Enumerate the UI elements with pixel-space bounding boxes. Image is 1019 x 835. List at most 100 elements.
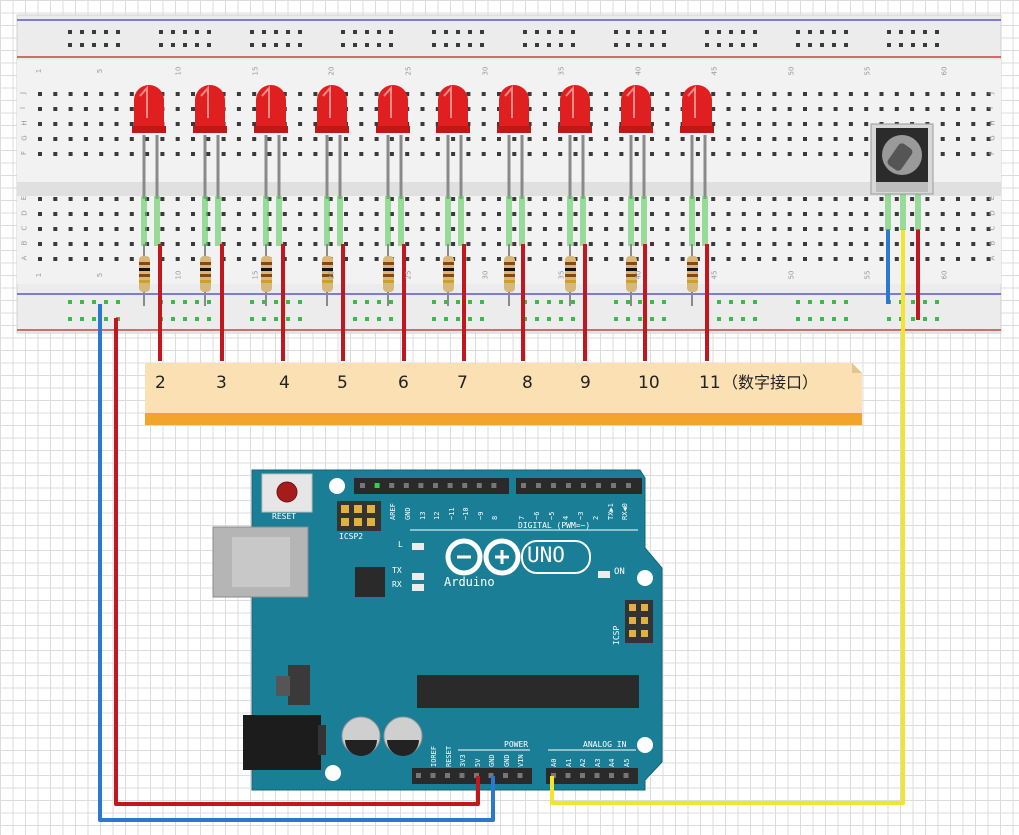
led-rim — [619, 126, 653, 133]
power-pin — [503, 773, 508, 778]
grid-hole — [481, 122, 486, 126]
resistor-band — [443, 280, 454, 283]
grid-hole — [848, 107, 853, 111]
grid-hole — [680, 257, 685, 261]
grid-hole — [818, 227, 823, 231]
grid-hole — [389, 197, 394, 201]
grid-hole — [818, 212, 823, 216]
grid-hole — [634, 152, 639, 156]
led-highlight — [504, 85, 513, 118]
components — [132, 85, 934, 361]
grid-hole — [680, 227, 685, 231]
grid-hole — [757, 152, 762, 156]
grid-hole — [435, 92, 440, 96]
grid-hole — [68, 227, 73, 231]
grid-hole — [711, 242, 716, 246]
rail-hole — [353, 30, 357, 34]
grid-hole — [864, 122, 869, 126]
resistor-band — [565, 280, 576, 283]
grid-hole — [634, 242, 639, 246]
connected-holes — [263, 196, 269, 246]
row-letter: A — [988, 255, 997, 261]
grid-hole — [757, 242, 762, 246]
grid-hole — [787, 107, 792, 111]
column-number: 30 — [481, 270, 490, 280]
grid-hole — [282, 212, 287, 216]
column-number: 60 — [940, 66, 949, 76]
digital-pin-label: 12 — [433, 511, 441, 520]
rail-hole — [614, 317, 618, 321]
column-number: 35 — [557, 270, 566, 280]
grid-hole — [527, 257, 532, 261]
grid-hole — [68, 257, 73, 261]
regulator-tab — [276, 676, 290, 696]
power-jack — [243, 715, 321, 770]
wires — [98, 229, 920, 822]
power-pin — [517, 773, 523, 778]
rail-hole — [171, 30, 175, 34]
rail-hole — [705, 43, 709, 47]
grid-hole — [971, 212, 976, 216]
digital-pin-label: 4 — [562, 515, 570, 520]
grid-hole — [833, 197, 838, 201]
rail-hole — [80, 30, 84, 34]
grid-hole — [741, 92, 746, 96]
grid-hole — [405, 92, 410, 96]
power-pin-label: 5V — [474, 758, 482, 767]
grid-hole — [466, 122, 471, 126]
grid-hole — [803, 212, 807, 216]
rail-hole — [796, 300, 800, 304]
grid-hole — [864, 137, 869, 141]
rail-hole — [832, 43, 836, 47]
resistor-band — [139, 268, 150, 271]
grid-hole — [558, 227, 563, 231]
board-pcb — [251, 469, 663, 791]
grid-hole — [665, 152, 670, 156]
rail-hole — [844, 300, 848, 304]
grid-hole — [313, 212, 318, 216]
note-box-shadow — [145, 413, 862, 425]
rail-hole — [935, 30, 939, 34]
grid-hole — [542, 152, 547, 156]
capacitor-mark — [345, 740, 377, 756]
rail-hole — [298, 43, 302, 47]
grid-hole — [145, 227, 150, 231]
grid-hole — [38, 212, 42, 216]
grid-hole — [145, 242, 150, 246]
grid-hole — [328, 242, 333, 246]
led-rim — [315, 126, 349, 133]
analog-pin — [580, 773, 585, 778]
grid-hole — [542, 107, 547, 111]
grid-hole — [420, 242, 425, 246]
analog-pin — [623, 773, 629, 778]
grid-hole — [940, 152, 945, 156]
pin-note — [145, 363, 862, 425]
grid-hole — [604, 152, 609, 156]
grid-hole — [818, 242, 823, 246]
grid-hole — [83, 152, 88, 156]
rail-hole — [353, 300, 357, 304]
grid-hole — [389, 137, 394, 141]
rail-hole — [183, 30, 187, 34]
grid-hole — [114, 197, 119, 201]
grid-hole — [527, 197, 532, 201]
grid-hole — [313, 227, 318, 231]
grid-hole — [803, 242, 807, 246]
rail-hole — [662, 300, 666, 304]
rail-hole — [389, 30, 393, 34]
digital-pin — [596, 483, 601, 488]
grid-hole — [956, 137, 960, 141]
rail-hole — [796, 43, 800, 47]
grid-hole — [879, 197, 884, 201]
rail-hole — [286, 30, 290, 34]
grid-hole — [236, 227, 241, 231]
grid-hole — [68, 152, 73, 156]
digital-pin-label: AREF — [389, 503, 397, 520]
grid-hole — [803, 92, 807, 96]
grid-hole — [588, 122, 593, 126]
grid-hole — [53, 122, 58, 126]
grid-hole — [879, 242, 884, 246]
led-body — [378, 85, 408, 130]
rail-hole — [559, 30, 563, 34]
